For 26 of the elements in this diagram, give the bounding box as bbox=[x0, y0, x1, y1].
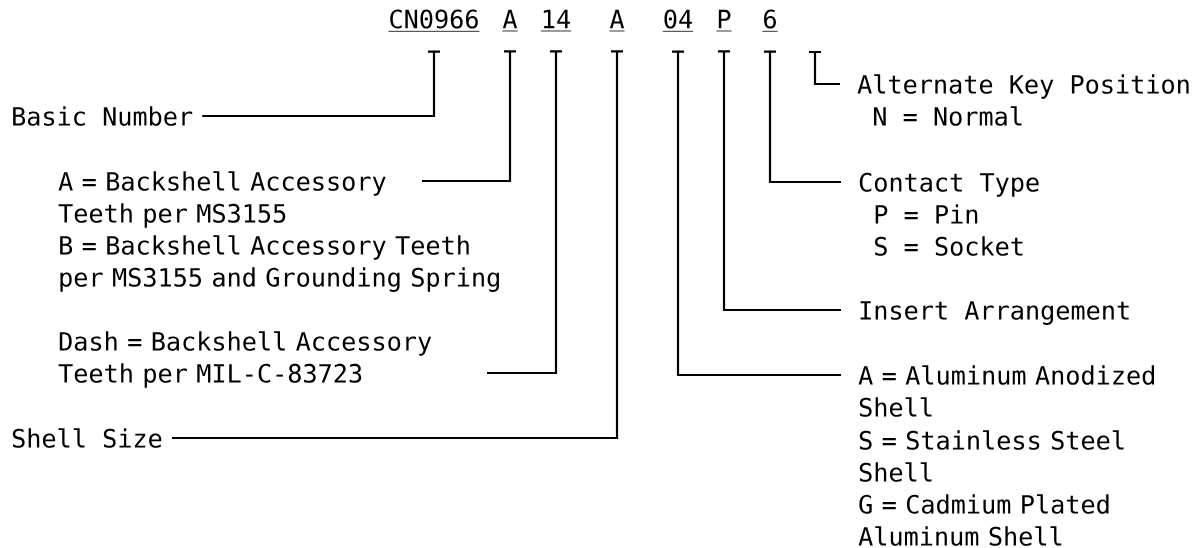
leader-line bbox=[485, 50, 564, 375]
leader-line bbox=[201, 50, 442, 118]
description-text: S = Stainless Steel Shell bbox=[859, 430, 1124, 482]
description-text: A = Backshell Accessory Teeth per MS3155 bbox=[58, 171, 386, 228]
description-text: A = Aluminum Anodized Shell bbox=[858, 365, 1154, 417]
description-text: Alternate Key Position N = Normal bbox=[857, 74, 1189, 126]
description-text: B = Backshell Accessory Teeth per MS3155 and Grounding Spring bbox=[60, 235, 499, 292]
part-code: CN0966 bbox=[388, 9, 480, 32]
description-text: Insert Arrangement bbox=[860, 301, 1129, 325]
part-code: P bbox=[716, 9, 732, 32]
description-text: Contact Type P = Pin S = Socket bbox=[859, 172, 1039, 256]
leader-line bbox=[807, 50, 842, 86]
part-code: 14 bbox=[540, 9, 572, 32]
description-text: Shell Size bbox=[12, 428, 162, 448]
leader-line bbox=[762, 50, 843, 184]
leader-line bbox=[716, 50, 843, 312]
description-text: Basic Number bbox=[13, 106, 193, 126]
description-text: G = Cadmium Plated Aluminum Shell bbox=[858, 494, 1109, 546]
description-text: Dash = Backshell Accessory Teeth per MIL-C-83723 bbox=[58, 331, 432, 388]
leader-line bbox=[420, 50, 518, 183]
leader-line bbox=[670, 50, 843, 377]
part-code: 6 bbox=[762, 9, 778, 32]
part-code: A bbox=[609, 9, 625, 32]
part-code: 04 bbox=[662, 9, 694, 32]
leader-line bbox=[170, 50, 625, 440]
part-code: A bbox=[502, 9, 518, 32]
